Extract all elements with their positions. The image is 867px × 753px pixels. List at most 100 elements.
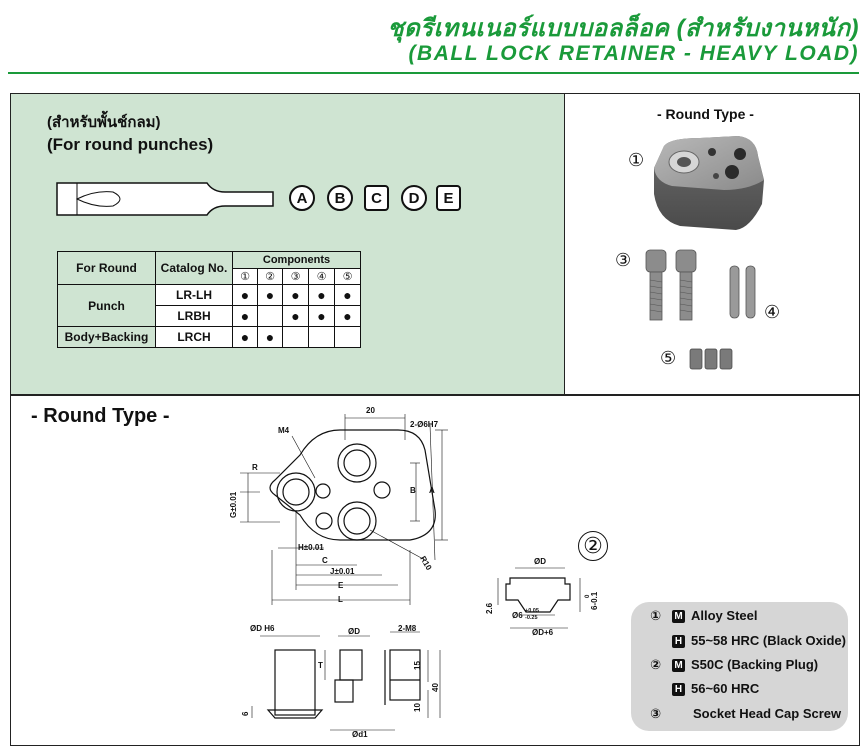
plug-side: 6-0.1 xyxy=(590,591,599,610)
intro-thai: (สำหรับพั้นช์กลม) xyxy=(47,114,161,131)
legend-row: ③ Socket Head Cap Screw xyxy=(650,706,841,722)
legend-num: ② xyxy=(650,657,662,672)
material-code-icon: M xyxy=(672,659,685,672)
header-for-round: For Round xyxy=(57,251,156,285)
punch-sketch xyxy=(56,182,274,216)
photo-panel-label: - Round Type - xyxy=(657,106,754,122)
group-punch: Punch xyxy=(57,284,156,327)
plug-tol-dn: -0.25 xyxy=(525,615,538,621)
cap-screws-photo xyxy=(645,249,697,321)
content-frame xyxy=(10,93,860,746)
page-title-thai: ชุดรีเทนเนอร์แบบบอลล็อค (สำหรับงานหนัก) xyxy=(387,15,859,42)
dim-40: 40 xyxy=(431,683,440,692)
legend-num: ① xyxy=(650,608,662,623)
legend-text: Alloy Steel xyxy=(691,608,758,623)
catalog-cell: LRCH xyxy=(155,326,233,348)
intro-english: (For round punches) xyxy=(47,135,214,154)
dot-cell: ● xyxy=(257,326,283,348)
dim-m4: M4 xyxy=(278,426,290,435)
dim-t: T xyxy=(318,661,323,670)
dim-e: E xyxy=(338,581,344,590)
hardness-code-icon: H xyxy=(672,683,685,696)
catalog-cell: LRBH xyxy=(155,305,233,327)
technical-drawing: 20 M4 2-Ø6H7 R A B G±0.01 H±0.01 C J±0.0… xyxy=(229,406,599,739)
material-legend xyxy=(631,602,848,731)
dim-c: C xyxy=(322,556,328,565)
legend-num: ③ xyxy=(650,706,662,721)
comp-number: ④ xyxy=(308,268,335,285)
legend-text: 56~60 HRC xyxy=(691,681,760,696)
material-code-icon: M xyxy=(672,610,685,623)
comp-number: ③ xyxy=(282,268,309,285)
callout-5: ⑤ xyxy=(660,348,677,368)
dim-hole: 2-Ø6H7 xyxy=(410,420,439,429)
components-table: For Round Catalog No. Components ① ② ③ ④… xyxy=(57,251,361,348)
dim-r: R xyxy=(252,463,258,472)
legend-row: H 55~58 HRC (Black Oxide) xyxy=(650,633,846,648)
header-divider xyxy=(8,72,859,74)
dot-cell: ● xyxy=(257,284,283,306)
dim-6: 6 xyxy=(241,711,250,716)
callout-3: ③ xyxy=(615,250,632,270)
dim-l: L xyxy=(338,595,343,604)
plug-od: ØD xyxy=(534,557,546,566)
dot-cell: ● xyxy=(282,305,309,327)
legend-row: H 56~60 HRC xyxy=(650,681,759,696)
dot-cell: ● xyxy=(334,305,361,327)
dot-cell xyxy=(334,326,361,348)
letter-c-badge: C xyxy=(364,185,389,211)
dot-cell: ● xyxy=(232,284,258,306)
dot-cell: ● xyxy=(232,326,258,348)
group-body-backing: Body+Backing xyxy=(57,326,156,348)
set-screws-photo xyxy=(689,348,733,370)
comp-number: ② xyxy=(257,268,283,285)
section-divider xyxy=(10,394,860,396)
dot-cell: ● xyxy=(334,284,361,306)
dim-20: 20 xyxy=(366,406,375,415)
legend-text: Socket Head Cap Screw xyxy=(693,706,842,721)
dim-m8: 2-M8 xyxy=(398,624,417,633)
header-catalog: Catalog No. xyxy=(155,251,233,285)
dot-cell xyxy=(282,326,309,348)
plug-6: Ø6 xyxy=(512,611,523,620)
hardness-code-icon: H xyxy=(672,635,685,648)
legend-text: S50C (Backing Plug) xyxy=(691,657,819,672)
dim-od1: Ød1 xyxy=(352,730,368,739)
dim-j: J±0.01 xyxy=(330,567,355,576)
header-components: Components xyxy=(232,251,361,269)
letter-d-badge: D xyxy=(401,185,427,211)
plug-tol-up: +0.05 xyxy=(525,608,539,614)
dot-cell xyxy=(257,305,283,327)
comp-number: ① xyxy=(232,268,258,285)
page-title-english: (BALL LOCK RETAINER - HEAVY LOAD) xyxy=(408,42,859,65)
letter-b-badge: B xyxy=(327,185,353,211)
dot-cell: ● xyxy=(308,284,335,306)
dim-15: 15 xyxy=(413,661,422,670)
retainer-photo xyxy=(654,136,764,230)
section-number-2: ② xyxy=(578,531,608,561)
dim-od: ØD xyxy=(348,627,360,636)
dot-cell: ● xyxy=(308,305,335,327)
dot-cell xyxy=(308,326,335,348)
dim-g: G±0.01 xyxy=(229,491,238,518)
dot-cell: ● xyxy=(232,305,258,327)
dim-h: H±0.01 xyxy=(298,543,324,552)
legend-text: 55~58 HRC (Black Oxide) xyxy=(691,633,846,648)
callout-4: ④ xyxy=(764,302,781,322)
dim-a: A xyxy=(429,486,435,495)
catalog-cell: LR-LH xyxy=(155,284,233,306)
dim-10: 10 xyxy=(413,703,422,712)
dowel-pins-photo xyxy=(729,265,756,319)
callout-1: ① xyxy=(628,150,645,170)
plug-26: 2.6 xyxy=(485,602,494,614)
letter-e-badge: E xyxy=(436,185,461,211)
drawing-title: - Round Type - xyxy=(31,405,170,427)
dim-od-h6: ØD H6 xyxy=(250,624,275,633)
plug-od6: ØD+6 xyxy=(532,628,554,637)
plug-side-zero: 0 xyxy=(585,594,591,598)
dim-b: B xyxy=(410,486,416,495)
dot-cell: ● xyxy=(282,284,309,306)
comp-number: ⑤ xyxy=(334,268,361,285)
